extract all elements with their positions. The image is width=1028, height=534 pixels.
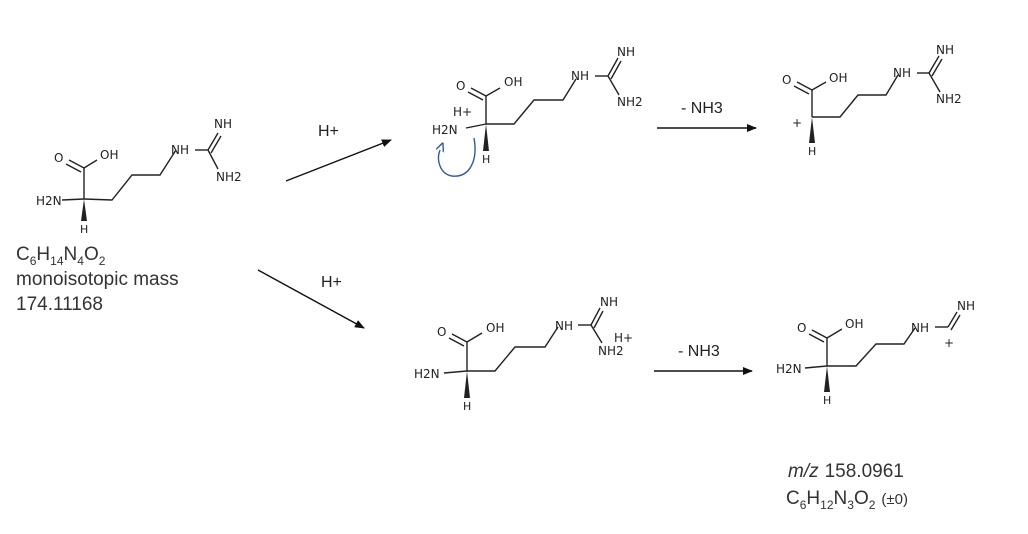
upper-intermediate-structure: O OH H2N H+ H NH NH NH2 [432, 45, 643, 177]
lower-int-nh2-label: NH2 [598, 344, 624, 358]
mass-label: monoisotopic mass [16, 269, 179, 290]
lower-int-amine-label: H2N [414, 367, 440, 381]
lower-protonation-arrow [257, 269, 365, 329]
alpha-h-label: H [80, 223, 88, 236]
upper-prod-imine-nh-label: NH [936, 43, 954, 57]
lower-product-structure: O OH H2N H NH NH + [776, 299, 975, 407]
lower-prod-charge: + [944, 336, 954, 350]
mass-value: 174.11168 [16, 294, 103, 315]
curved-electron-arrow [439, 137, 476, 177]
alpha-amine-label: H2N [36, 194, 62, 208]
product-formula: C6H12N3O2(±0) [786, 488, 908, 512]
upper-int-alpha-h-label: H [482, 153, 490, 166]
upper-int-chain-nh-label: NH [571, 69, 589, 83]
upper-int-imine-nh-label: NH [617, 45, 635, 59]
upper-int-oh-label: OH [504, 75, 522, 89]
lower-prod-amine-label: H2N [776, 362, 802, 376]
lower-intermediate-structure: O OH H2N H NH NH NH2 H+ [414, 295, 633, 413]
upper-prod-oh-label: OH [829, 71, 847, 85]
reactant-formula: C6H14N4O2 [16, 244, 106, 268]
upper-int-proton-label: H+ [453, 105, 472, 119]
lower-step-label: - NH3 [678, 343, 720, 360]
upper-prod-o-label: O [782, 73, 791, 87]
upper-reagent-label: H+ [318, 123, 339, 140]
upper-int-nh2-label: NH2 [617, 95, 643, 109]
lower-reagent-label: H+ [321, 274, 342, 291]
upper-prod-nh2-label: NH2 [936, 92, 962, 106]
hydroxyl-label: OH [100, 148, 118, 162]
amidine-nh2-label: NH2 [216, 170, 242, 184]
upper-protonation-arrow [285, 139, 392, 182]
upper-prod-chain-nh-label: NH [893, 66, 911, 80]
lower-int-alpha-h-label: H [463, 400, 471, 413]
lower-prod-oh-label: OH [845, 317, 863, 331]
lower-int-imine-nh-label: NH [600, 295, 618, 309]
upper-step-label: - NH3 [681, 100, 723, 117]
lower-prod-o-label: O [797, 321, 806, 335]
lower-prod-alpha-h-label: H [823, 394, 831, 407]
lower-int-oh-label: OH [486, 321, 504, 335]
lower-prod-chain-nh-label: NH [911, 321, 929, 335]
upper-int-amine-label: H2N [432, 123, 458, 137]
carbonyl-o-label: O [54, 151, 63, 165]
lower-int-chain-nh-label: NH [555, 319, 573, 333]
lower-int-proton-label: H+ [614, 331, 633, 345]
imine-nh-label: NH [214, 117, 232, 131]
reactant-structure: O OH H2N H NH NH NH2 [36, 117, 242, 236]
upper-prod-charge: + [792, 116, 802, 130]
upper-product-structure: O OH + H NH NH NH2 [782, 43, 962, 158]
lower-int-o-label: O [437, 325, 446, 339]
chain-nh-label: NH [171, 143, 189, 157]
upper-prod-alpha-h-label: H [808, 145, 816, 158]
upper-int-o-label: O [456, 79, 465, 93]
lower-prod-imine-nh-label: NH [957, 299, 975, 313]
